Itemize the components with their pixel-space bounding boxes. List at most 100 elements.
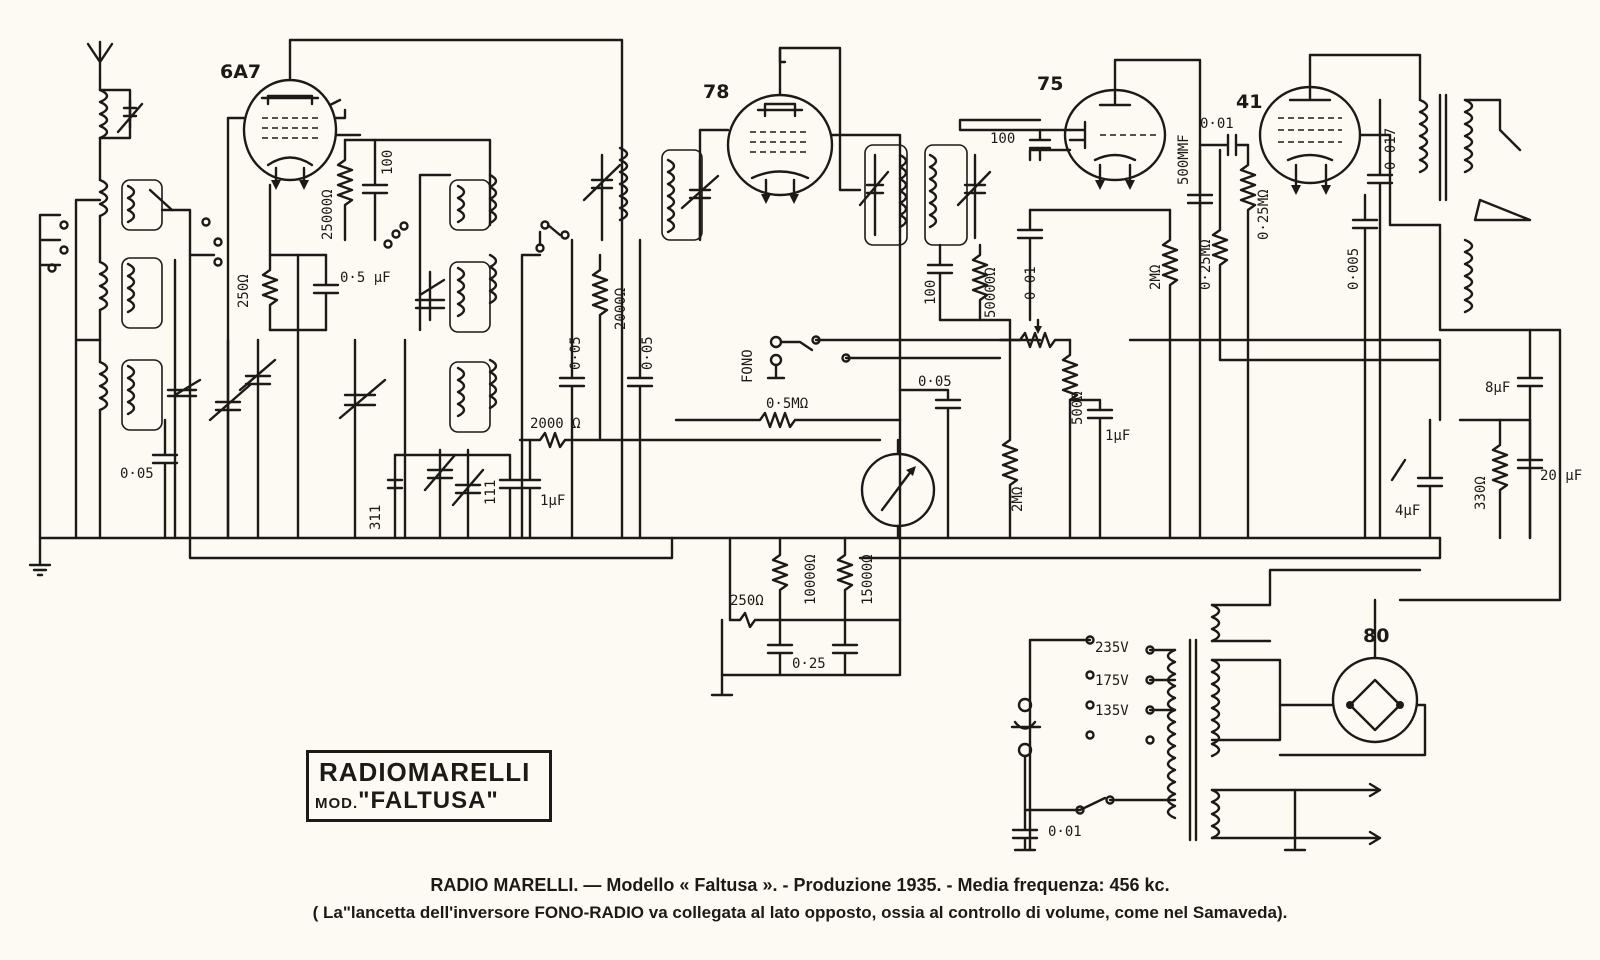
label-c-100-a: 100: [380, 150, 396, 175]
label-c-311: 311: [368, 505, 384, 530]
capacitor-0005: 0·005: [1346, 193, 1379, 540]
label-r-330: 330Ω: [1473, 476, 1489, 510]
resistor-05m: 0·5MΩ: [674, 396, 902, 429]
model-prefix: MOD.: [315, 795, 359, 812]
tuning-meter: [860, 438, 936, 540]
resistor-025m-a: 0·25MΩ: [1198, 148, 1229, 362]
model-title-box: RADIOMARELLI MOD."FALTUSA": [306, 750, 552, 822]
label-fono: FONO: [740, 349, 756, 383]
label-c-1uf-a: 1μF: [540, 493, 565, 509]
bias-divider: 250Ω 10000Ω 15000Ω 0·25: [710, 536, 902, 697]
label-c-0005: 0·005: [1346, 248, 1362, 290]
label-r-2000-b: 2000 Ω: [530, 416, 581, 432]
label-c-025: 0·25: [792, 656, 826, 672]
power-transformer: [1166, 568, 1422, 852]
label-r-250-b: 250Ω: [730, 593, 764, 609]
tuning-capacitors-rf: [208, 338, 277, 540]
if-transformer-2-primary: [661, 149, 720, 241]
label-r-500: 500Ω: [1070, 391, 1086, 425]
label-tube-78: 78: [703, 81, 729, 103]
resistor-2000-b: 2000 Ω: [518, 416, 882, 449]
figure-caption: RADIO MARELLI. — Modello « Faltusa ». - …: [0, 872, 1600, 926]
label-c-0017: 0·017: [1383, 128, 1399, 170]
capacitor-100-a: 100: [343, 138, 492, 242]
label-v-235: 235V: [1095, 640, 1129, 656]
tube-41: 41: [1236, 53, 1442, 227]
label-r-025m-b: 0·25MΩ: [1256, 189, 1272, 240]
if-transformer-3: 100 50000Ω: [858, 144, 1012, 342]
loudspeaker: [1473, 198, 1532, 222]
capacitor-001-a: 0·01: [1016, 208, 1172, 322]
label-c-05uf: 0·5 μF: [340, 270, 391, 286]
filter-capacitors: 8μF 330Ω 20 μF 4μF: [1390, 328, 1582, 540]
label-v-135: 135V: [1095, 703, 1129, 719]
label-c-500mmf: 500MMF: [1176, 134, 1192, 185]
label-r-250: 250Ω: [236, 274, 252, 308]
label-r-50000: 50000Ω: [983, 267, 999, 318]
label-r-2000-a: 2000Ω: [613, 288, 629, 330]
label-c-111: 111: [483, 480, 499, 505]
tuning-capacitors-osc: 311 111 1μF: [338, 338, 565, 540]
label-c-005-left: 0·05: [120, 466, 154, 482]
capacitor-005-d: 0·05: [898, 374, 962, 540]
mains-voltage-selector: 235V 175V 135V: [1028, 635, 1177, 852]
label-c-100-c: 100: [990, 131, 1015, 147]
ground-rail: [28, 536, 1442, 577]
label-c-001-b: 0·01: [1200, 116, 1234, 132]
resistor-25000: 25000Ω: [320, 138, 354, 242]
output-transformer: [1418, 93, 1522, 202]
resistor-025m-b: 0·25MΩ: [1239, 143, 1272, 540]
if-transformer-1: [520, 146, 629, 540]
caption-line-2: ( La"lancetta dell'inversore FONO-RADIO …: [312, 903, 1288, 922]
label-c-4mf: 4μF: [1395, 503, 1420, 519]
capacitor-005-b: 0·05: [558, 238, 586, 540]
capacitor-005-left: 0·05: [120, 418, 179, 540]
capacitor-100-c: 100: [990, 128, 1052, 162]
label-c-005-c: 0·05: [640, 336, 656, 370]
antenna-symbol: [86, 40, 114, 82]
field-coil: [1398, 223, 1562, 602]
tube-78: 78: [698, 46, 902, 540]
b-plus-rail: [1128, 338, 1442, 422]
tube-75: 75: [958, 58, 1202, 540]
antenna-coil-stack: [38, 78, 144, 540]
resistor-2000-a: 2000Ω: [591, 253, 629, 442]
oscillator-coil-block: [383, 173, 498, 433]
model-name: MOD."FALTUSA": [315, 787, 499, 815]
label-r-2m-a: 2MΩ: [1010, 487, 1026, 512]
rectifier-tube-80: 80: [1278, 598, 1427, 757]
label-c-005-b: 0·05: [568, 336, 584, 370]
label-c-005-d: 0·05: [918, 374, 952, 390]
model-name-text: "FALTUSA": [358, 787, 499, 814]
brand-name: RADIOMARELLI: [319, 757, 531, 787]
label-c-20mf: 20 μF: [1540, 468, 1582, 484]
label-tube-75: 75: [1037, 73, 1063, 95]
label-tube-6a7: 6A7: [220, 61, 261, 83]
label-tube-80: 80: [1363, 625, 1389, 647]
caption-line-1: RADIO MARELLI. — Modello « Faltusa ». - …: [430, 875, 1170, 895]
capacitor-500mmf: 500MMF: [1176, 134, 1214, 242]
label-r-05m: 0·5MΩ: [766, 396, 808, 412]
label-r-10000: 10000Ω: [803, 554, 819, 605]
label-r-025m-a: 0·25MΩ: [1198, 239, 1214, 290]
tube-6a7: 6A7: [220, 38, 624, 540]
label-v-175: 175V: [1095, 673, 1129, 689]
fono-input: FONO: [740, 335, 1042, 383]
label-c-001-a: 0·01: [1023, 266, 1039, 300]
label-c-1uf-b: 1μF: [1105, 428, 1130, 444]
cathode-network-6a7: 250Ω 0·5 μF: [236, 183, 391, 540]
label-tube-41: 41: [1236, 91, 1262, 113]
capacitor-001-b: 0·01: [1198, 116, 1250, 157]
label-c-001-c: 0·01: [1048, 824, 1082, 840]
label-r-15000: 15000Ω: [860, 554, 876, 605]
resistor-2m-b: 2MΩ: [1148, 208, 1179, 540]
label-c-100-b: 100: [923, 280, 939, 305]
wave-switch-1: [188, 217, 223, 267]
volume-control: 2MΩ 500Ω 1μF: [998, 318, 1130, 540]
label-r-25000: 25000Ω: [320, 189, 336, 240]
capacitor-0017: 0·017: [1366, 98, 1399, 540]
capacitor-005-c: 0·05: [626, 238, 656, 540]
label-r-2m-b: 2MΩ: [1148, 265, 1164, 290]
